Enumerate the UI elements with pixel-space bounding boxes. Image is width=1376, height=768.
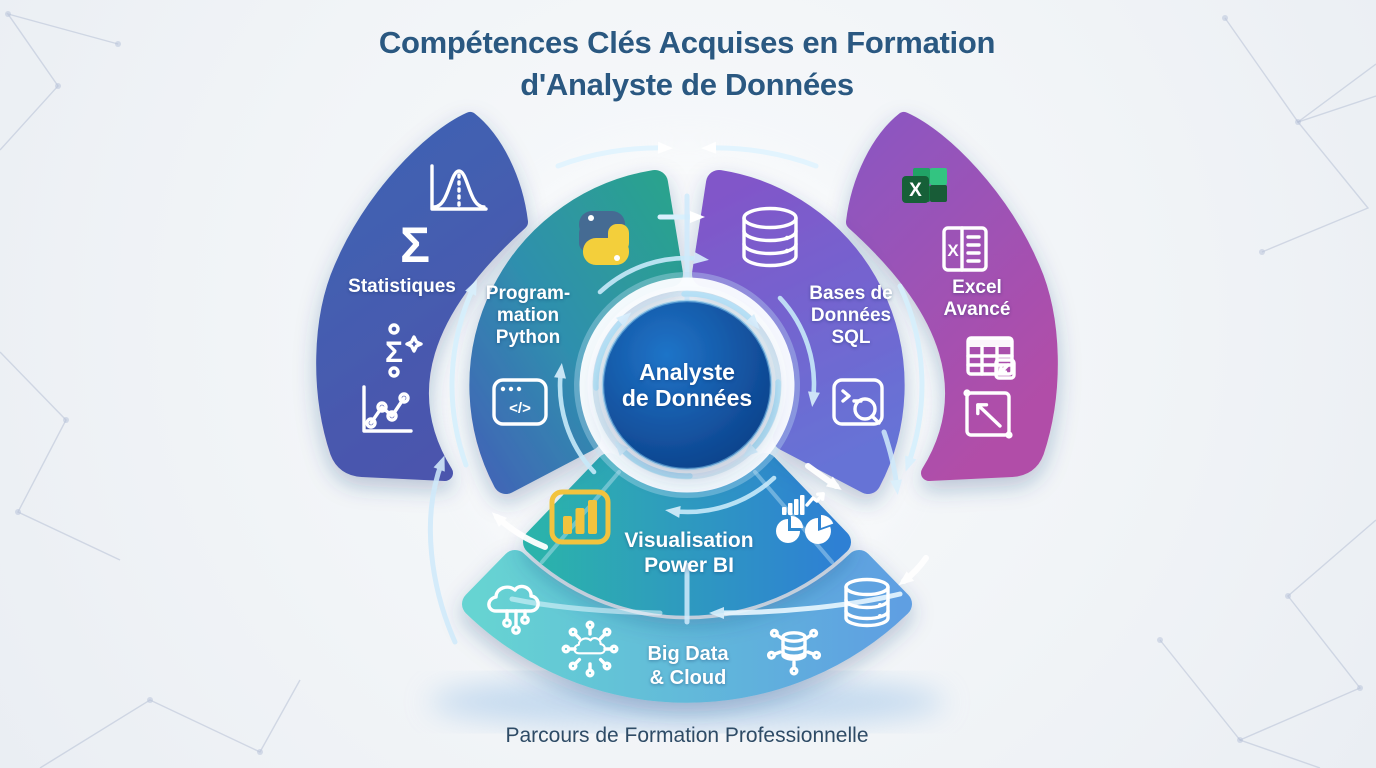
powerbi-logo-icon (549, 489, 611, 545)
inner-ring-arrows (593, 291, 781, 479)
bigdata-label: Big Data & Cloud (647, 643, 729, 689)
powerbi-arc (523, 453, 851, 616)
svg-text:</>: </> (509, 400, 531, 417)
excel-logo-icon: X (902, 168, 947, 203)
scatter-trend-icon (362, 385, 413, 433)
code-window-icon: </> (492, 378, 548, 426)
bell-curve-icon (430, 164, 488, 211)
footer-caption: Parcours de Formation Professionnelle (505, 724, 869, 747)
center-label: Analyste de Données (621, 359, 753, 411)
svg-text:Σ: Σ (385, 336, 403, 369)
sigma-icon: Σ (400, 217, 430, 273)
center-circle (603, 301, 771, 469)
sql-segment (692, 170, 905, 494)
database-nodes-icon (766, 627, 822, 676)
pie-charts-icon (776, 515, 834, 544)
excel-wing (846, 112, 1058, 481)
spreadsheet-cursor-icon (966, 336, 1016, 380)
statistiques-label: Statistiques (348, 276, 456, 297)
background-network-decoration (0, 11, 1376, 768)
bar-chart-trend-icon (782, 492, 825, 515)
sql-label: Bases de Données SQL (809, 283, 893, 348)
excel-label: Excel Avancé (943, 277, 1011, 320)
sigma-function-icon: Σ (385, 323, 423, 378)
cloud-network-icon (487, 584, 540, 635)
database-stack-icon (844, 577, 890, 628)
svg-text:X: X (909, 180, 922, 201)
python-logo-icon (579, 211, 629, 265)
database-icon (742, 206, 798, 268)
svg-text:X: X (947, 241, 959, 260)
powerbi-label: Visualisation Power BI (624, 529, 754, 577)
sql-terminal-icon (832, 378, 884, 426)
python-label: Program- mation Python (485, 283, 571, 348)
pivot-table-icon (963, 389, 1013, 439)
page-title: Compétences Clés Acquises en Formation d… (378, 25, 996, 102)
excel-file-icon: X (942, 226, 988, 272)
center-hub (574, 272, 800, 498)
